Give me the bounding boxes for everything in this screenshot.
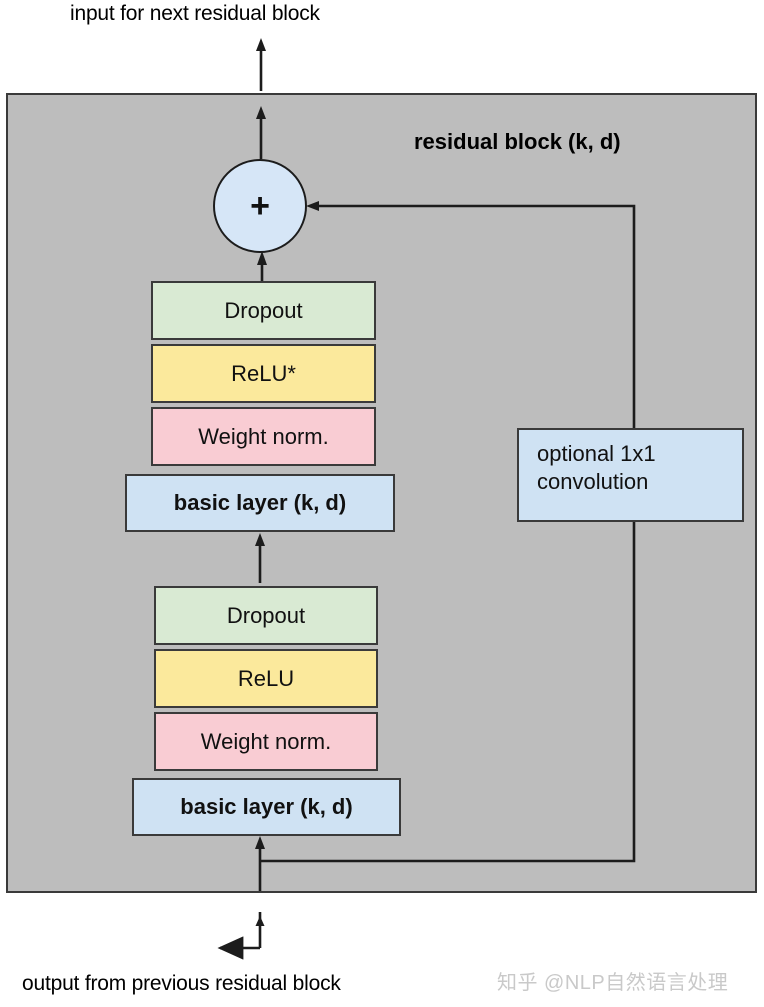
- optional-conv-box: optional 1x1 convolution: [517, 428, 744, 522]
- next-block-input-label: input for next residual block: [70, 2, 320, 25]
- lower-basic-layer-box: basic layer (k, d): [132, 778, 401, 836]
- lower-weight-norm-box: Weight norm.: [154, 712, 378, 771]
- plus-icon: +: [250, 187, 270, 225]
- upper-dropout-box: Dropout: [151, 281, 376, 340]
- upper-relu-box: ReLU*: [151, 344, 376, 403]
- upper-basic-layer-box: basic layer (k, d): [125, 474, 395, 532]
- watermark-label: 知乎 @NLP自然语言处理: [497, 972, 729, 994]
- upper-weight-norm-box: Weight norm.: [151, 407, 376, 466]
- lower-relu-box: ReLU: [154, 649, 378, 708]
- previous-block-output-label: output from previous residual block: [22, 972, 341, 995]
- residual-block-title: residual block (k, d): [414, 129, 621, 154]
- residual-add-node: +: [213, 159, 307, 253]
- lower-dropout-box: Dropout: [154, 586, 378, 645]
